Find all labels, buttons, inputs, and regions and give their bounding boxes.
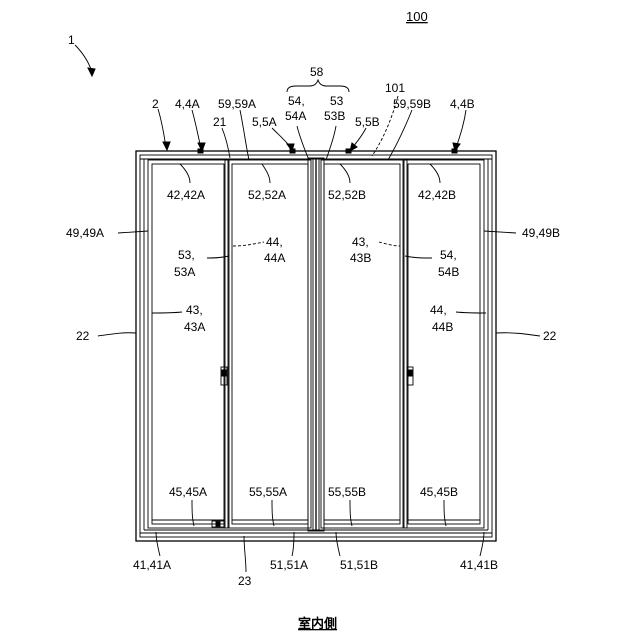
label-43A: 43A bbox=[184, 320, 205, 334]
label-1: 1 bbox=[68, 33, 75, 47]
leader-lines bbox=[75, 45, 540, 572]
label-21: 21 bbox=[213, 115, 227, 129]
right-fixed-pane bbox=[404, 160, 484, 528]
label-54B: 54B bbox=[438, 265, 459, 279]
label-45-45B: 45,45B bbox=[420, 485, 458, 499]
label-51-51B: 51,51B bbox=[340, 558, 378, 572]
label-58: 58 bbox=[310, 65, 324, 79]
label-44-comma-a: 44, bbox=[266, 235, 283, 249]
label-53-comma: 53, bbox=[178, 248, 195, 262]
figure-number: 100 bbox=[406, 9, 428, 24]
label-49-49A: 49,49A bbox=[66, 226, 104, 240]
label-54: 54, bbox=[288, 94, 305, 108]
label-59-59B: 59,59B bbox=[393, 97, 431, 111]
label-44-comma-b: 44, bbox=[430, 303, 447, 317]
label-22-left: 22 bbox=[76, 329, 90, 343]
label-51-51A: 51,51A bbox=[270, 558, 308, 572]
label-22-right: 22 bbox=[543, 329, 557, 343]
label-59-59A: 59,59A bbox=[218, 97, 256, 111]
label-5-5B: 5,5B bbox=[355, 115, 380, 129]
label-44B: 44B bbox=[432, 320, 453, 334]
frame-markers bbox=[198, 149, 457, 527]
label-44A: 44A bbox=[264, 251, 285, 265]
label-54-comma: 54, bbox=[440, 248, 457, 262]
label-55-55B: 55,55B bbox=[328, 485, 366, 499]
meeting-stiles bbox=[308, 158, 324, 531]
label-4-4A: 4,4A bbox=[175, 97, 200, 111]
label-42-42A: 42,42A bbox=[167, 188, 205, 202]
label-54A: 54A bbox=[285, 109, 306, 123]
label-53B: 53B bbox=[324, 109, 345, 123]
label-4-4B: 4,4B bbox=[450, 97, 475, 111]
label-41-41B: 41,41B bbox=[460, 558, 498, 572]
label-53A: 53A bbox=[174, 265, 195, 279]
label-45-45A: 45,45A bbox=[169, 485, 207, 499]
left-fixed-pane bbox=[148, 160, 228, 528]
figure-caption: 室内側 bbox=[298, 616, 337, 631]
label-43B: 43B bbox=[350, 251, 371, 265]
label-43-comma-b: 43, bbox=[186, 303, 203, 317]
label-52-52A: 52,52A bbox=[248, 188, 286, 202]
label-2: 2 bbox=[152, 97, 159, 111]
label-42-42B: 42,42B bbox=[418, 188, 456, 202]
label-52-52B: 52,52B bbox=[328, 188, 366, 202]
right-sliding-pane bbox=[321, 160, 407, 528]
label-41-41A: 41,41A bbox=[133, 558, 171, 572]
label-49-49B: 49,49B bbox=[522, 226, 560, 240]
label-53: 53 bbox=[330, 94, 344, 108]
label-101: 101 bbox=[385, 81, 405, 95]
label-5-5A: 5,5A bbox=[252, 115, 277, 129]
label-55-55A: 55,55A bbox=[249, 485, 287, 499]
label-43-comma-a: 43, bbox=[352, 235, 369, 249]
label-23: 23 bbox=[238, 574, 252, 588]
left-sliding-pane bbox=[225, 160, 311, 528]
